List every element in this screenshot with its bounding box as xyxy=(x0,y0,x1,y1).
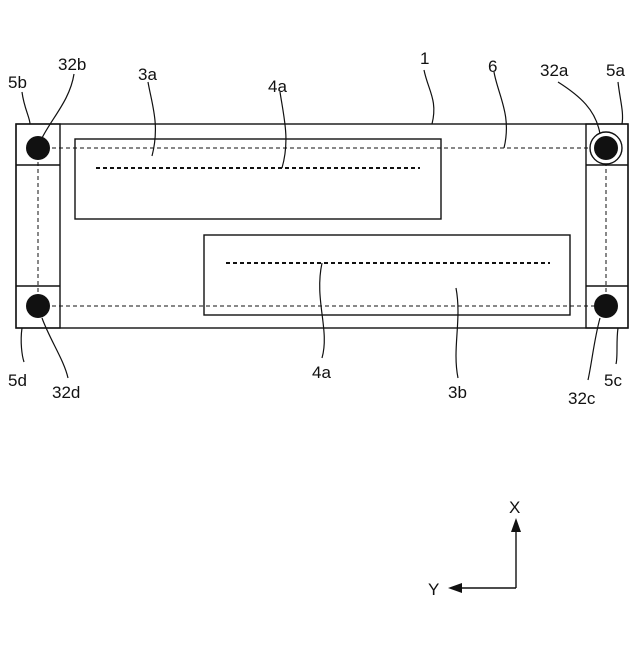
region-3b xyxy=(204,235,570,315)
mark-32b-dot xyxy=(26,136,50,160)
label-4a-bottom: 4a xyxy=(312,363,331,382)
leader-32d xyxy=(42,318,68,378)
label-6: 6 xyxy=(488,57,497,76)
label-1: 1 xyxy=(420,49,429,68)
leader-32b xyxy=(42,74,74,138)
leader-3b xyxy=(456,288,458,378)
axis-y-label: Y xyxy=(428,580,439,599)
axis-y-arrow-icon xyxy=(448,583,462,593)
leader-3a xyxy=(148,82,155,156)
label-32d: 32d xyxy=(52,383,80,402)
label-4a-top: 4a xyxy=(268,77,287,96)
label-3a: 3a xyxy=(138,65,157,84)
leader-5b xyxy=(22,92,30,124)
label-5a: 5a xyxy=(606,61,625,80)
leader-1 xyxy=(424,70,434,124)
leader-4a-bottom xyxy=(320,263,325,358)
label-5c: 5c xyxy=(604,371,622,390)
leader-5c xyxy=(616,328,618,364)
label-32c: 32c xyxy=(568,389,596,408)
label-5b: 5b xyxy=(8,73,27,92)
mark-32a-dot xyxy=(594,136,618,160)
leader-4a-top xyxy=(280,92,286,168)
region-3a xyxy=(75,139,441,219)
mark-32c-dot xyxy=(594,294,618,318)
label-5d: 5d xyxy=(8,371,27,390)
label-32b: 32b xyxy=(58,55,86,74)
label-3b: 3b xyxy=(448,383,467,402)
leader-6 xyxy=(494,72,506,148)
leader-32c xyxy=(588,318,600,380)
axis-x-arrow-icon xyxy=(511,518,521,532)
axis-x-label: X xyxy=(509,498,520,517)
substrate-outline xyxy=(16,124,628,328)
label-32a: 32a xyxy=(540,61,569,80)
leader-5d xyxy=(21,328,24,362)
mark-32d-dot xyxy=(26,294,50,318)
leader-5a xyxy=(618,82,623,124)
leader-32a xyxy=(558,82,600,134)
